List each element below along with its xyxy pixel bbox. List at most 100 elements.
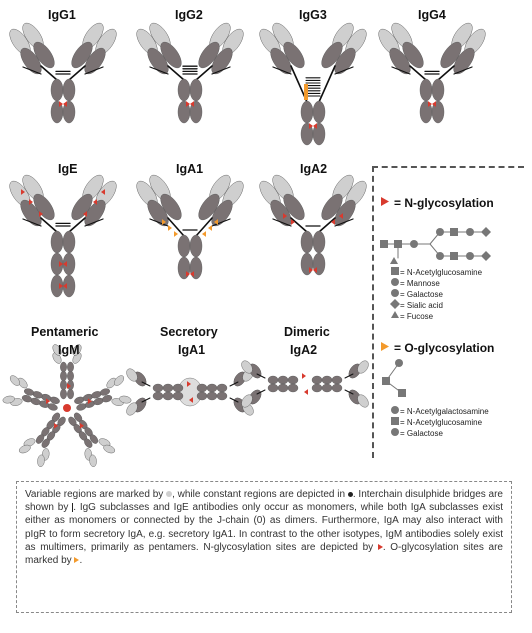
dimer-fc-domain bbox=[277, 383, 289, 393]
label-secretory-iga1: IgA1 bbox=[178, 343, 206, 357]
fc-domain bbox=[300, 230, 314, 254]
o-glycan-marker bbox=[168, 225, 172, 231]
igm-fc-domain bbox=[24, 388, 35, 396]
light-chain-bridge bbox=[22, 218, 42, 227]
n-glycan-marker bbox=[63, 101, 67, 107]
legend-o-item-galactose: = Galactose bbox=[400, 429, 443, 438]
variable-region-dot-icon bbox=[166, 491, 173, 498]
label-secretory: Secretory bbox=[160, 325, 218, 339]
fc-domain bbox=[300, 100, 314, 124]
hinge-line bbox=[409, 65, 427, 81]
dimer-fc-domain bbox=[267, 383, 279, 393]
igm-fc-domain bbox=[89, 434, 99, 444]
dimer-fc-domain bbox=[331, 383, 343, 393]
igm-fc-domain bbox=[102, 395, 113, 403]
constant-domain bbox=[440, 41, 462, 69]
n-glycan-marker bbox=[302, 373, 306, 379]
dimer-fc-domain bbox=[321, 375, 333, 385]
n-glycan-marker bbox=[83, 211, 87, 217]
igm-fc-domain bbox=[67, 361, 74, 373]
igm-fc-domain bbox=[60, 388, 67, 400]
n-glycan-marker bbox=[309, 267, 313, 273]
dimer-fc-domain bbox=[277, 375, 289, 385]
dimer-fc-domain bbox=[206, 383, 218, 393]
galnac-square-icon bbox=[382, 377, 390, 385]
hinge-line bbox=[68, 217, 86, 233]
igg3-structure bbox=[259, 22, 367, 146]
o-glycan-marker bbox=[214, 219, 218, 225]
igm-variable-domain bbox=[52, 344, 62, 356]
label-ige: IgE bbox=[58, 162, 78, 176]
dimer-fc-domain bbox=[311, 375, 323, 385]
dimer-fc-domain bbox=[287, 383, 299, 393]
glcnac-square-icon bbox=[450, 228, 458, 236]
constant-domain bbox=[283, 41, 305, 69]
n-glycan-marker bbox=[186, 271, 190, 277]
dimer-fc-domain bbox=[172, 391, 184, 401]
label-dimeric: Dimeric bbox=[284, 325, 330, 339]
label-iga1: IgA1 bbox=[176, 162, 204, 176]
light-chain-bridge bbox=[272, 218, 292, 227]
caption-text-6: . bbox=[79, 555, 83, 567]
light-chain-bridge bbox=[22, 66, 42, 75]
light-chain-bridge bbox=[211, 66, 231, 75]
n-glycan-marker bbox=[187, 381, 191, 387]
constant-domain bbox=[402, 41, 424, 69]
o-glycosylation-legend-triangle-icon bbox=[381, 342, 389, 351]
legend-sialic-acid-diamond-icon bbox=[390, 299, 400, 309]
figure-caption: Variable regions are marked by , while c… bbox=[16, 481, 512, 613]
igm-fc-domain bbox=[99, 388, 110, 396]
fc-domain bbox=[300, 252, 314, 276]
dimer-fc-domain bbox=[267, 375, 279, 385]
dimer-fc-domain bbox=[216, 383, 228, 393]
legend-mannose-circle-icon bbox=[391, 278, 399, 286]
igm-variable-domain bbox=[119, 395, 132, 404]
n-glycan-marker bbox=[189, 397, 193, 403]
legend-n-item-galactose: = Galactose bbox=[400, 290, 443, 299]
igg1-structure bbox=[9, 22, 117, 124]
n-glycosylation-triangle-icon bbox=[377, 544, 383, 551]
igm-fc-domain bbox=[21, 395, 32, 403]
label-dimeric-iga2: IgA2 bbox=[290, 343, 318, 357]
dimer-fc-domain bbox=[162, 383, 174, 393]
legend-o-galactose-circle-icon bbox=[391, 428, 399, 436]
n-glycan-marker bbox=[291, 219, 295, 225]
constant-domain bbox=[33, 41, 55, 69]
igm-variable-domain bbox=[89, 454, 97, 467]
fc-domain bbox=[431, 78, 445, 102]
galactose-circle-icon bbox=[466, 228, 474, 236]
fc-domain bbox=[312, 122, 326, 146]
igm-fc-domain bbox=[67, 370, 74, 382]
igm-variable-domain bbox=[9, 375, 20, 386]
constant-domain bbox=[71, 193, 93, 221]
dimer-fc-domain bbox=[311, 383, 323, 393]
dimer-fc-domain bbox=[196, 391, 208, 401]
hinge-line bbox=[195, 217, 213, 237]
disulphide-bridge-icon bbox=[72, 503, 74, 513]
n-glycan-marker bbox=[67, 383, 71, 389]
igg2-structure bbox=[136, 22, 244, 124]
light-chain-bridge bbox=[149, 66, 169, 75]
legend-glyphs bbox=[380, 197, 491, 436]
fc-domain bbox=[62, 78, 76, 102]
n-glycan-marker bbox=[93, 199, 97, 205]
hinge-line bbox=[68, 65, 86, 81]
n-glycan-marker bbox=[63, 283, 67, 289]
legend-o-item-galnac: = N-Acetylgalactosamine bbox=[400, 407, 489, 416]
o-glycan-marker bbox=[174, 231, 178, 237]
igm-variable-domain bbox=[72, 344, 82, 356]
legend-fucose-triangle-icon bbox=[391, 311, 399, 318]
legend-o-glcnac-square-icon bbox=[391, 417, 399, 425]
igm-fc-domain bbox=[60, 361, 67, 373]
fc-domain bbox=[62, 230, 76, 254]
igm-fc-domain bbox=[67, 388, 74, 400]
constant-domain bbox=[71, 41, 93, 69]
light-chain-bridge bbox=[334, 66, 354, 75]
n-glycan-marker bbox=[339, 213, 343, 219]
igm-variable-domain bbox=[18, 444, 31, 454]
glcnac-square-icon bbox=[394, 240, 402, 248]
legend-galnac-bullet-icon bbox=[391, 406, 399, 414]
label-igg3: IgG3 bbox=[299, 8, 327, 22]
hinge-line bbox=[318, 65, 336, 103]
dimer-fc-domain bbox=[162, 391, 174, 401]
